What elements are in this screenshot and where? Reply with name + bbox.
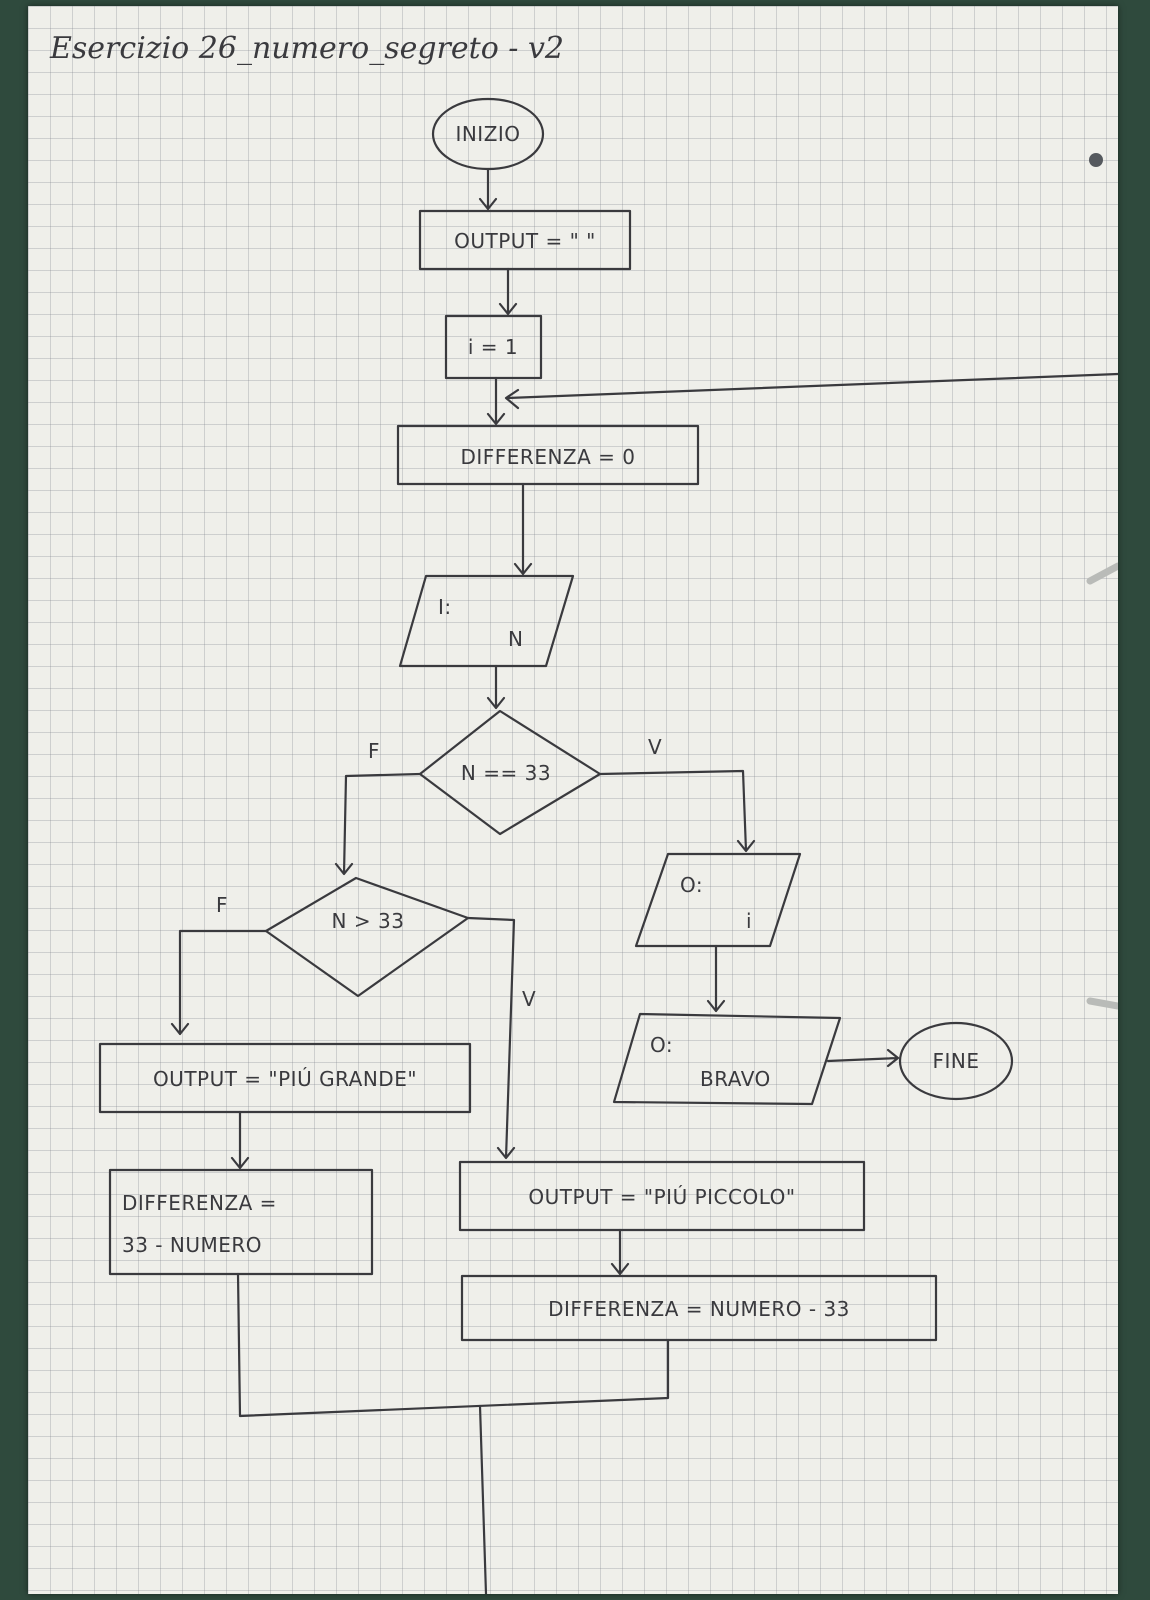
flow-arrow	[498, 267, 518, 316]
assign-i-box	[444, 314, 543, 380]
end-terminator	[898, 1021, 1014, 1101]
assign-diff0-label: DIFFERENZA = 0	[460, 445, 635, 469]
assign-i-label: i = 1	[468, 335, 518, 359]
output-i-parallelogram	[634, 852, 802, 948]
flow-arrow-equal-true	[598, 769, 756, 853]
flow-arrow	[706, 944, 726, 1013]
flow-arrow-to-end	[826, 1048, 900, 1068]
flow-arrow-greater-true	[466, 916, 516, 1160]
assign-bigger-box	[98, 1042, 472, 1114]
flowchart-diagram: Esercizio 26_numero_segreto - v2 INIZIO …	[49, 31, 1118, 1594]
merge-connector	[236, 1272, 670, 1418]
input-var: N	[508, 627, 523, 651]
output-bravo-parallelogram	[612, 1012, 842, 1106]
input-marker: I:	[438, 595, 452, 619]
assign-diff0-box	[396, 424, 700, 486]
assign-output-box	[418, 209, 632, 271]
notebook-page: Esercizio 26_numero_segreto - v2 INIZIO …	[28, 6, 1118, 1594]
binder-ring	[1086, 562, 1118, 585]
edge-label-equal-false: F	[368, 739, 380, 763]
flow-arrow	[610, 1228, 630, 1276]
flow-arrow-equal-false	[334, 772, 422, 876]
flow-arrow	[478, 167, 498, 211]
page-title: Esercizio 26_numero_segreto - v2	[49, 31, 564, 66]
flow-arrow-greater-false	[170, 929, 268, 1036]
decision-equal	[418, 709, 602, 836]
decision-equal-label: N == 33	[461, 761, 551, 785]
output-i-var: i	[746, 909, 752, 933]
flow-arrow	[486, 376, 506, 426]
diff-bigger-line1: DIFFERENZA =	[122, 1191, 277, 1215]
output-bravo-marker: O:	[650, 1033, 673, 1057]
assign-smaller-box	[458, 1160, 866, 1232]
diff-bigger-line2: 33 - NUMERO	[122, 1233, 262, 1257]
binder-hole	[1089, 153, 1103, 167]
output-i-marker: O:	[680, 873, 703, 897]
assign-bigger-label: OUTPUT = "PIÚ GRANDE"	[153, 1067, 417, 1091]
end-label: FINE	[933, 1049, 980, 1073]
decision-greater	[264, 876, 470, 998]
edge-label-greater-true: V	[522, 987, 536, 1011]
diff-bigger-box	[108, 1168, 374, 1276]
output-bravo-text: BRAVO	[700, 1067, 771, 1091]
flow-arrow	[486, 664, 506, 710]
binder-ring	[1086, 997, 1118, 1010]
edge-label-equal-true: V	[648, 735, 662, 759]
edge-label-greater-false: F	[216, 893, 228, 917]
flow-continuation-line	[478, 1404, 488, 1594]
loop-back-arrow	[504, 372, 1118, 410]
flow-arrow	[513, 482, 533, 576]
diff-smaller-label: DIFFERENZA = NUMERO - 33	[548, 1297, 850, 1321]
start-label: INIZIO	[455, 122, 520, 146]
diff-smaller-box	[460, 1274, 938, 1342]
flow-arrow	[230, 1110, 250, 1170]
assign-smaller-label: OUTPUT = "PIÚ PICCOLO"	[528, 1185, 795, 1209]
decision-greater-label: N > 33	[332, 909, 405, 933]
input-parallelogram	[398, 574, 575, 668]
assign-output-label: OUTPUT = " "	[454, 229, 596, 253]
